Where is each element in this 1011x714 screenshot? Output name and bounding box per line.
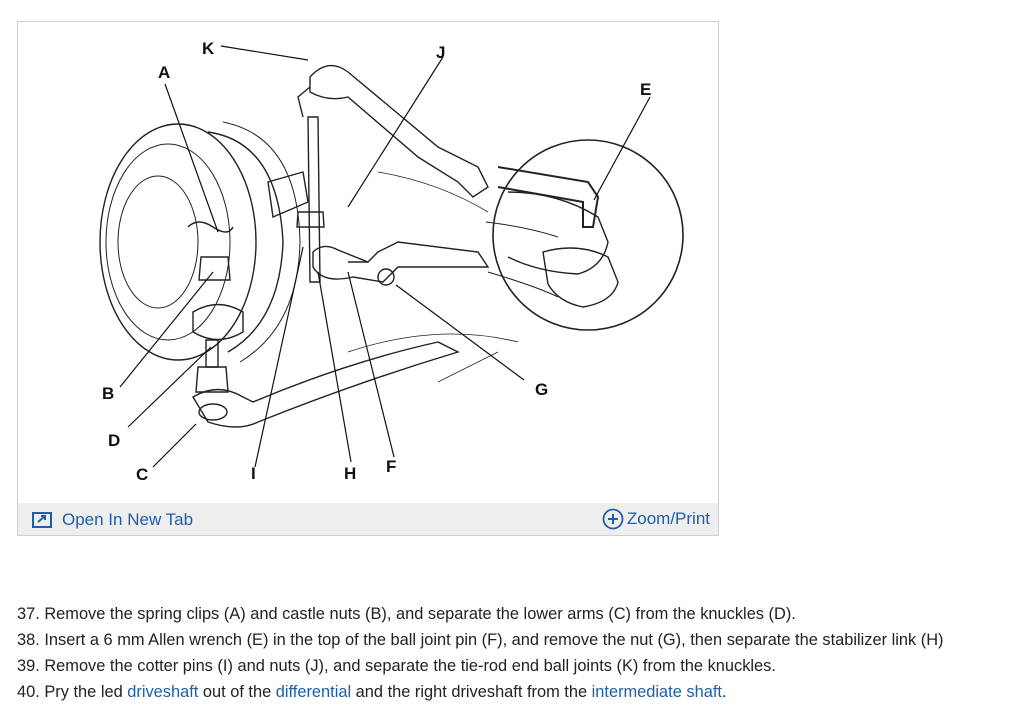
callout-d: D	[108, 431, 120, 450]
differential-link[interactable]: differential	[275, 683, 352, 701]
open-in-new-tab-link[interactable]: Open In New Tab	[32, 509, 193, 531]
step-40-text-start: 40. Pry the led	[17, 683, 128, 701]
suspension-diagram: A B C D E F G H I J K	[99, 39, 684, 484]
diagram-callouts: A B C D E F G H I J K	[102, 39, 651, 484]
plus-circle-icon	[602, 508, 624, 530]
figure-container: A B C D E F G H I J K Open In New Tab	[17, 21, 719, 536]
step-39: 39. Remove the cotter pins (I) and nuts …	[17, 657, 776, 675]
callout-c: C	[136, 465, 148, 484]
step-40: 40. Pry the led driveshaft out of the di…	[17, 679, 1011, 705]
step-37: 37. Remove the spring clips (A) and cast…	[17, 605, 796, 623]
callout-a: A	[158, 63, 170, 82]
open-in-new-tab-icon	[32, 512, 52, 528]
callout-e: E	[640, 80, 651, 99]
procedure-steps: 37. Remove the spring clips (A) and cast…	[17, 601, 1011, 705]
figure-action-bar: Open In New Tab Zoom/Print	[18, 503, 718, 535]
step-38: 38. Insert a 6 mm Allen wrench (E) in th…	[17, 631, 944, 649]
zoom-print-link[interactable]: Zoom/Print	[602, 508, 710, 530]
callout-k: K	[202, 39, 215, 58]
callout-b: B	[102, 384, 114, 403]
callout-g: G	[535, 380, 548, 399]
callout-h: H	[344, 464, 356, 483]
callout-f: F	[386, 457, 396, 476]
intermediate-shaft-link[interactable]: intermediate shaft	[591, 683, 722, 701]
driveshaft-link[interactable]: driveshaft	[127, 683, 199, 701]
callout-i: I	[251, 464, 256, 483]
step-40-text-mid2: and the right driveshaft from the	[351, 683, 592, 701]
step-40-text-end: .	[721, 683, 727, 701]
step-40-text-mid1: out of the	[198, 683, 276, 701]
callout-j: J	[436, 43, 445, 62]
zoom-print-label: Zoom/Print	[626, 509, 710, 528]
open-in-new-tab-label: Open In New Tab	[62, 510, 194, 529]
